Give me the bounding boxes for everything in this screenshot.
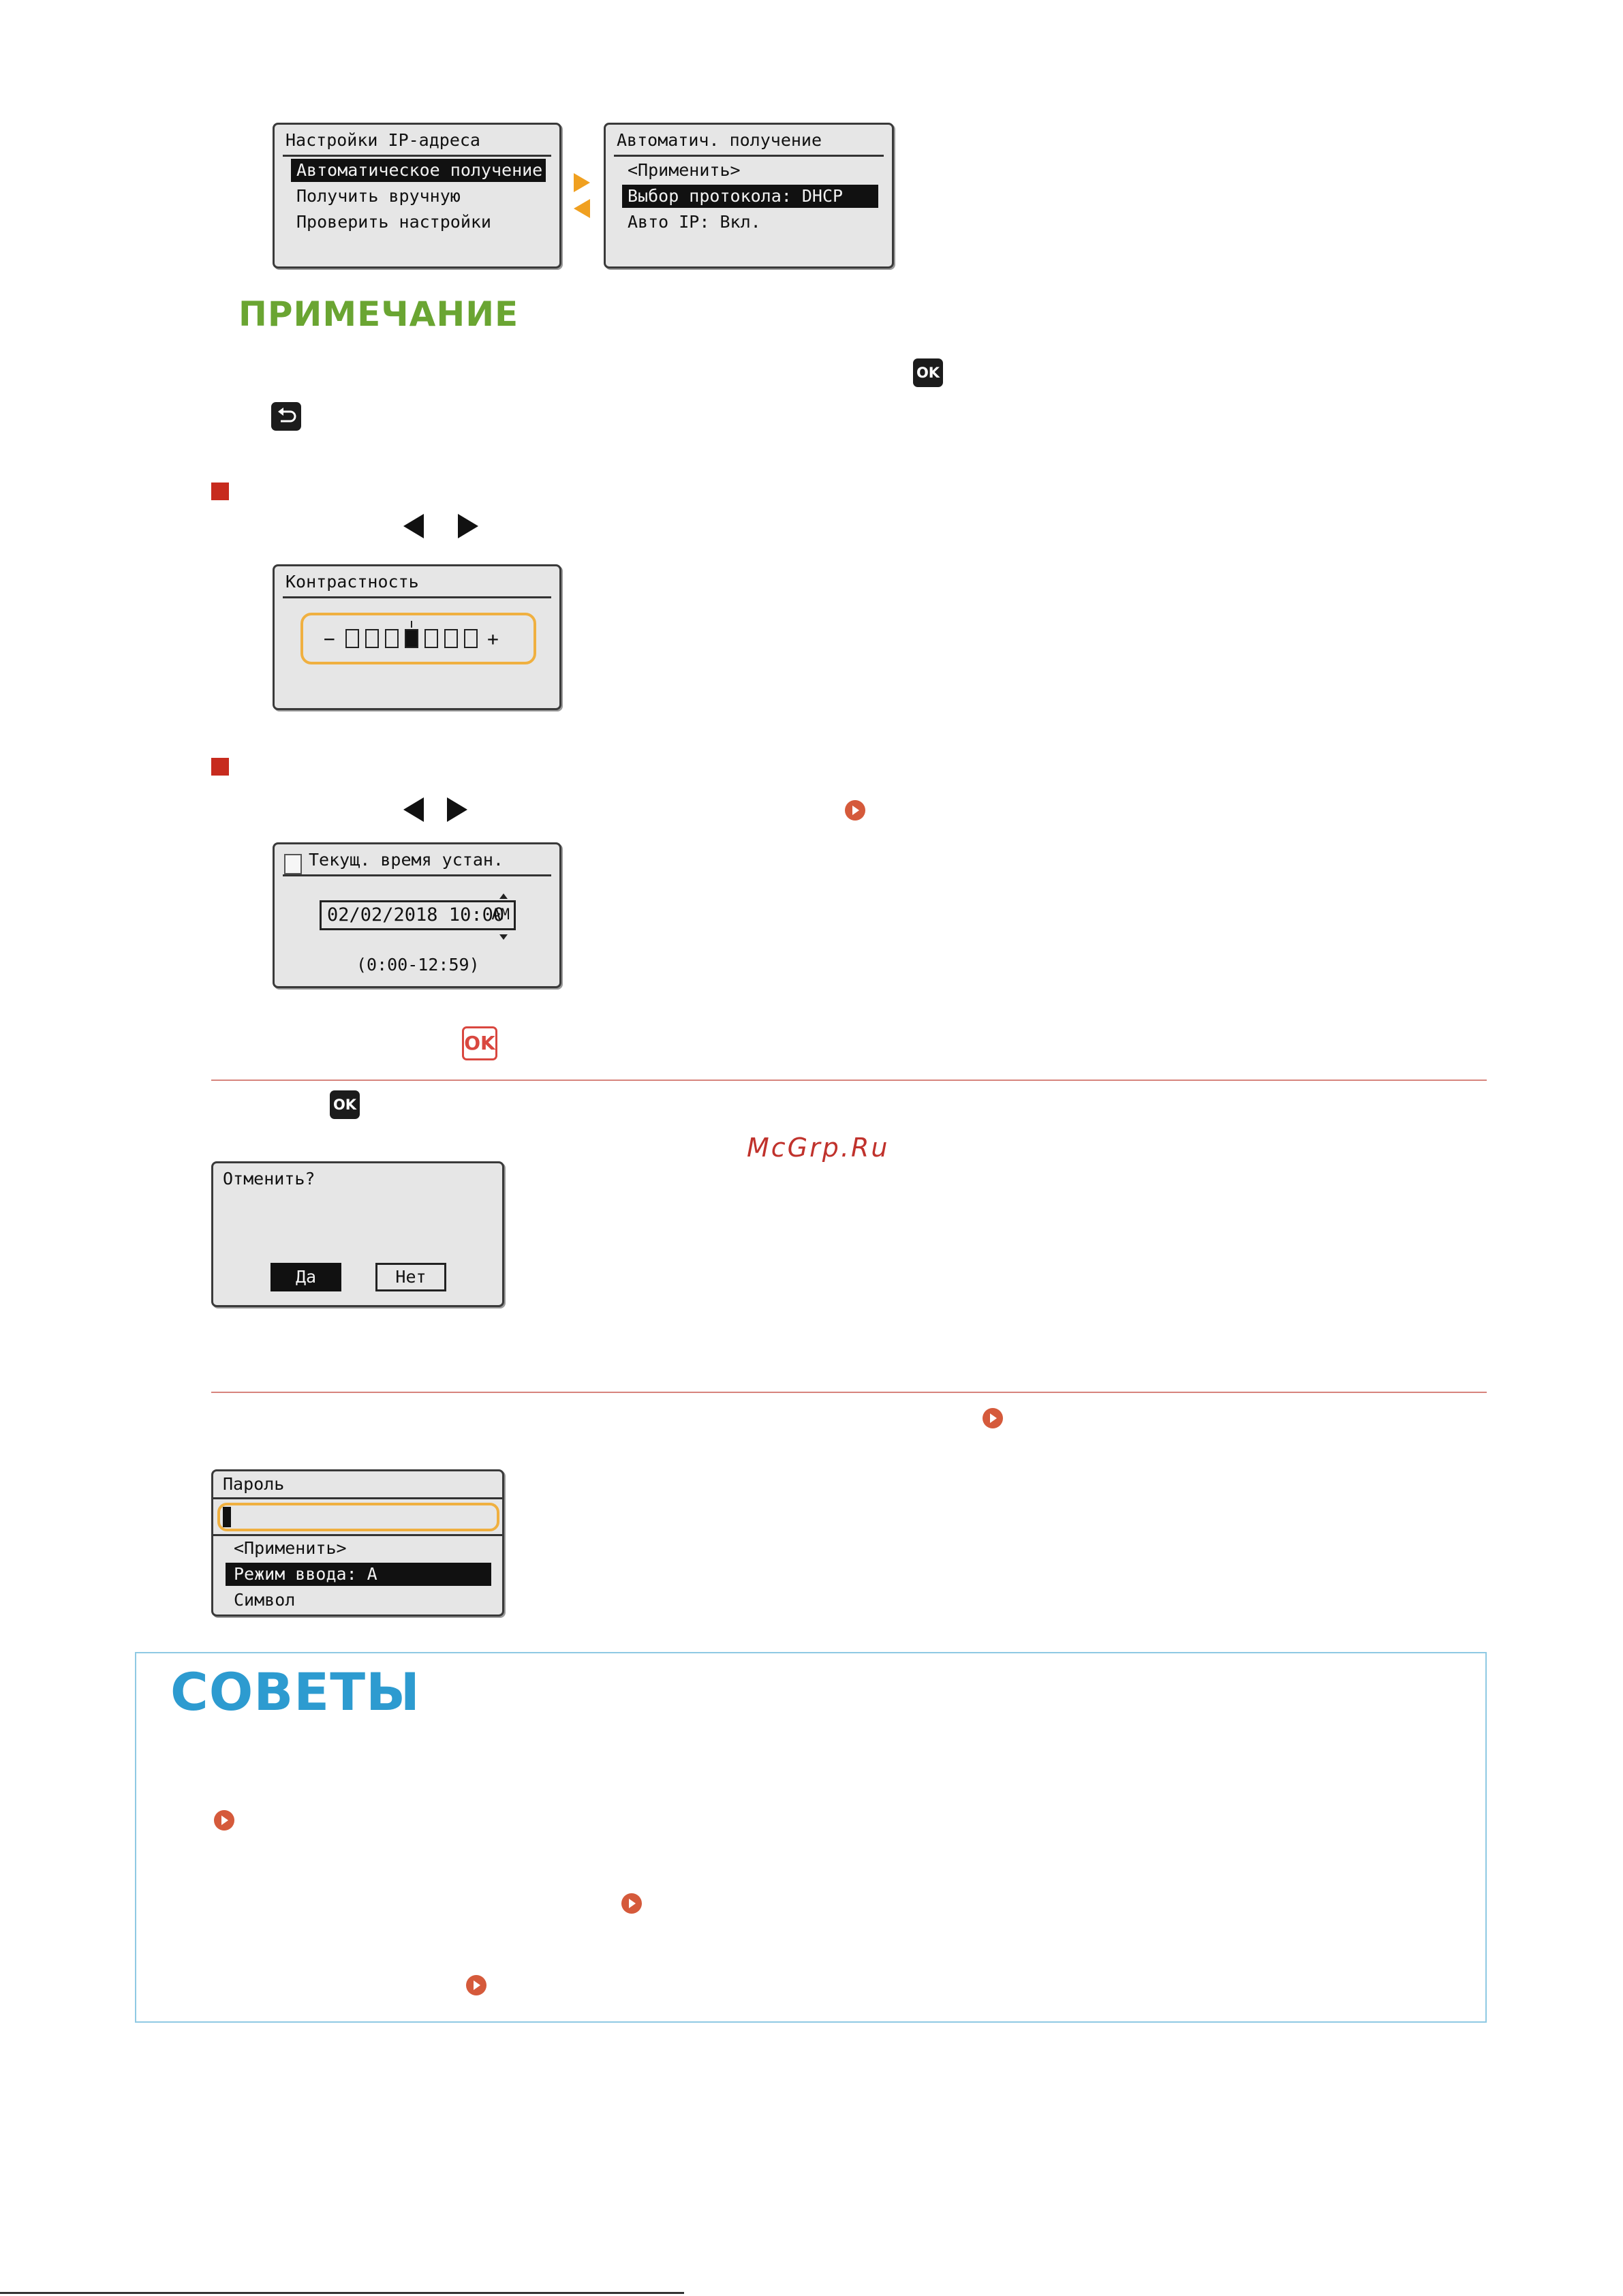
contrast-slider-highlight [300, 613, 536, 664]
left-arrow-key-icon [403, 514, 424, 538]
link-arrow-icon[interactable] [466, 1975, 486, 1995]
section-divider [211, 1392, 1487, 1393]
arrow-left-icon [574, 199, 590, 218]
up-arrow-icon [499, 893, 508, 899]
ok-key-icon: OK [330, 1090, 360, 1119]
auto-acquire-screen: Автоматич. получение <Применить> Выбор п… [604, 123, 894, 269]
menu-item-manual[interactable]: Получить вручную [296, 186, 461, 206]
menu-item-apply[interactable]: <Применить> [234, 1538, 347, 1558]
contrast-step [444, 629, 458, 648]
ok-key-icon: OK [462, 1026, 497, 1060]
note-heading: ПРИМЕЧАНИЕ [238, 294, 519, 334]
datetime-title: Текущ. время устан. [309, 850, 504, 870]
no-label: Нет [395, 1267, 427, 1287]
cancel-dialog-title: Отменить? [223, 1169, 315, 1189]
section-bullet [211, 758, 229, 776]
tips-heading: СОВЕТЫ [170, 1662, 420, 1722]
contrast-slider[interactable]: − + [324, 621, 514, 651]
footer-rule [0, 2292, 684, 2294]
contrast-step [365, 629, 379, 648]
ampm-value: AM [491, 906, 510, 923]
datetime-value: 02/02/2018 10:00 [327, 904, 505, 925]
ip-settings-title: Настройки IP-адреса [285, 130, 480, 150]
menu-item-check[interactable]: Проверить настройки [296, 212, 491, 232]
password-input[interactable] [223, 1507, 231, 1527]
arrow-right-icon [574, 173, 590, 192]
section-bullet [211, 483, 229, 500]
contrast-step [345, 629, 359, 648]
right-arrow-key-icon [458, 514, 478, 538]
plus-label: + [487, 628, 499, 650]
contrast-step [385, 629, 399, 648]
menu-item-apply[interactable]: <Применить> [628, 160, 741, 180]
right-arrow-key-icon [447, 797, 467, 822]
contrast-center-tick [411, 621, 412, 628]
contrast-step [424, 629, 438, 648]
no-button[interactable]: Нет [375, 1263, 446, 1291]
menu-item-protocol[interactable]: Выбор протокола: DHCP [622, 185, 878, 208]
password-input-highlight [217, 1503, 499, 1531]
contrast-step [464, 629, 478, 648]
menu-item-input-mode[interactable]: Режим ввода: A [226, 1563, 491, 1586]
minus-label: − [324, 628, 335, 650]
down-arrow-icon [499, 934, 508, 940]
yes-button[interactable]: Да [270, 1263, 341, 1291]
auto-acquire-title: Автоматич. получение [617, 130, 822, 150]
link-arrow-icon[interactable] [621, 1893, 642, 1914]
left-arrow-key-icon [403, 797, 424, 822]
link-arrow-icon[interactable] [983, 1408, 1003, 1428]
document-icon [284, 854, 302, 874]
password-title: Пароль [223, 1474, 285, 1494]
section-divider [211, 1080, 1487, 1081]
link-arrow-icon[interactable] [214, 1810, 234, 1831]
password-screen: Пароль <Применить> Режим ввода: A Символ [211, 1469, 504, 1617]
ok-key-icon: OK [913, 358, 943, 387]
link-arrow-icon[interactable] [845, 800, 865, 821]
menu-item-auto-ip[interactable]: Авто IP: Вкл. [628, 212, 761, 232]
datetime-range: (0:00-12:59) [356, 955, 480, 975]
menu-item-auto[interactable]: Автоматическое получение [291, 159, 546, 182]
yes-label: Да [295, 1267, 317, 1287]
datetime-screen: Текущ. время устан. 02/02/2018 10:00 AM … [273, 842, 561, 988]
ip-settings-screen: Настройки IP-адреса Автоматическое получ… [273, 123, 561, 269]
cancel-dialog-screen: Отменить? Да Нет [211, 1161, 504, 1307]
contrast-screen: Контрастность − + [273, 564, 561, 710]
back-key-icon [271, 402, 301, 431]
datetime-field[interactable]: 02/02/2018 10:00 AM [320, 900, 516, 930]
watermark-text: McGrp.Ru [747, 1133, 890, 1163]
contrast-step [405, 629, 418, 648]
menu-item-symbol[interactable]: Символ [234, 1590, 296, 1610]
tips-box [135, 1652, 1487, 2023]
contrast-title: Контрастность [285, 572, 419, 592]
